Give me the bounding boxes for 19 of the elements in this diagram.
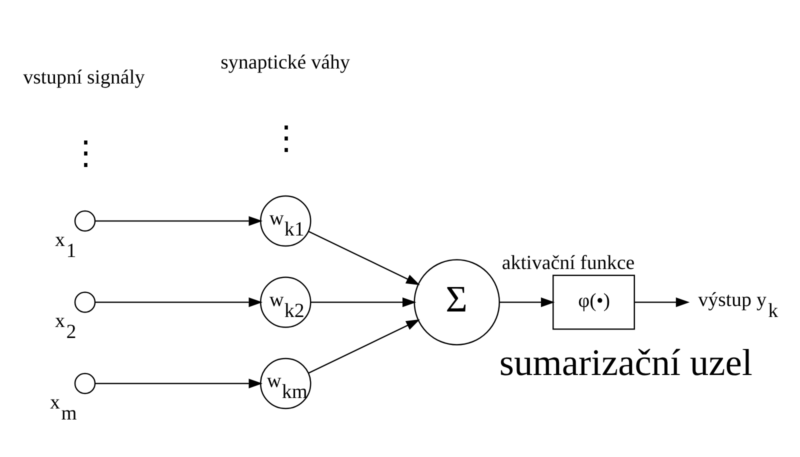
arrow — [95, 216, 263, 226]
label: ⋮ — [270, 120, 303, 157]
label: ⋮ — [69, 136, 102, 172]
arrow — [95, 378, 263, 388]
arrow — [310, 297, 416, 308]
node-circle — [74, 210, 96, 232]
arrow — [634, 297, 690, 308]
label: synaptické váhy — [220, 51, 350, 74]
arrow — [500, 297, 555, 308]
label: vstupní signály — [23, 66, 145, 88]
node-circle: Σ — [414, 259, 500, 346]
arrow — [95, 297, 263, 308]
arrow — [308, 230, 420, 286]
node-circle — [74, 372, 96, 394]
node-label: aktivační funkce — [502, 252, 635, 274]
node-circle — [74, 292, 96, 313]
node-label: sumarizační uzel — [499, 342, 752, 384]
arrow — [308, 319, 420, 374]
node-box: φ(•) — [552, 274, 635, 330]
